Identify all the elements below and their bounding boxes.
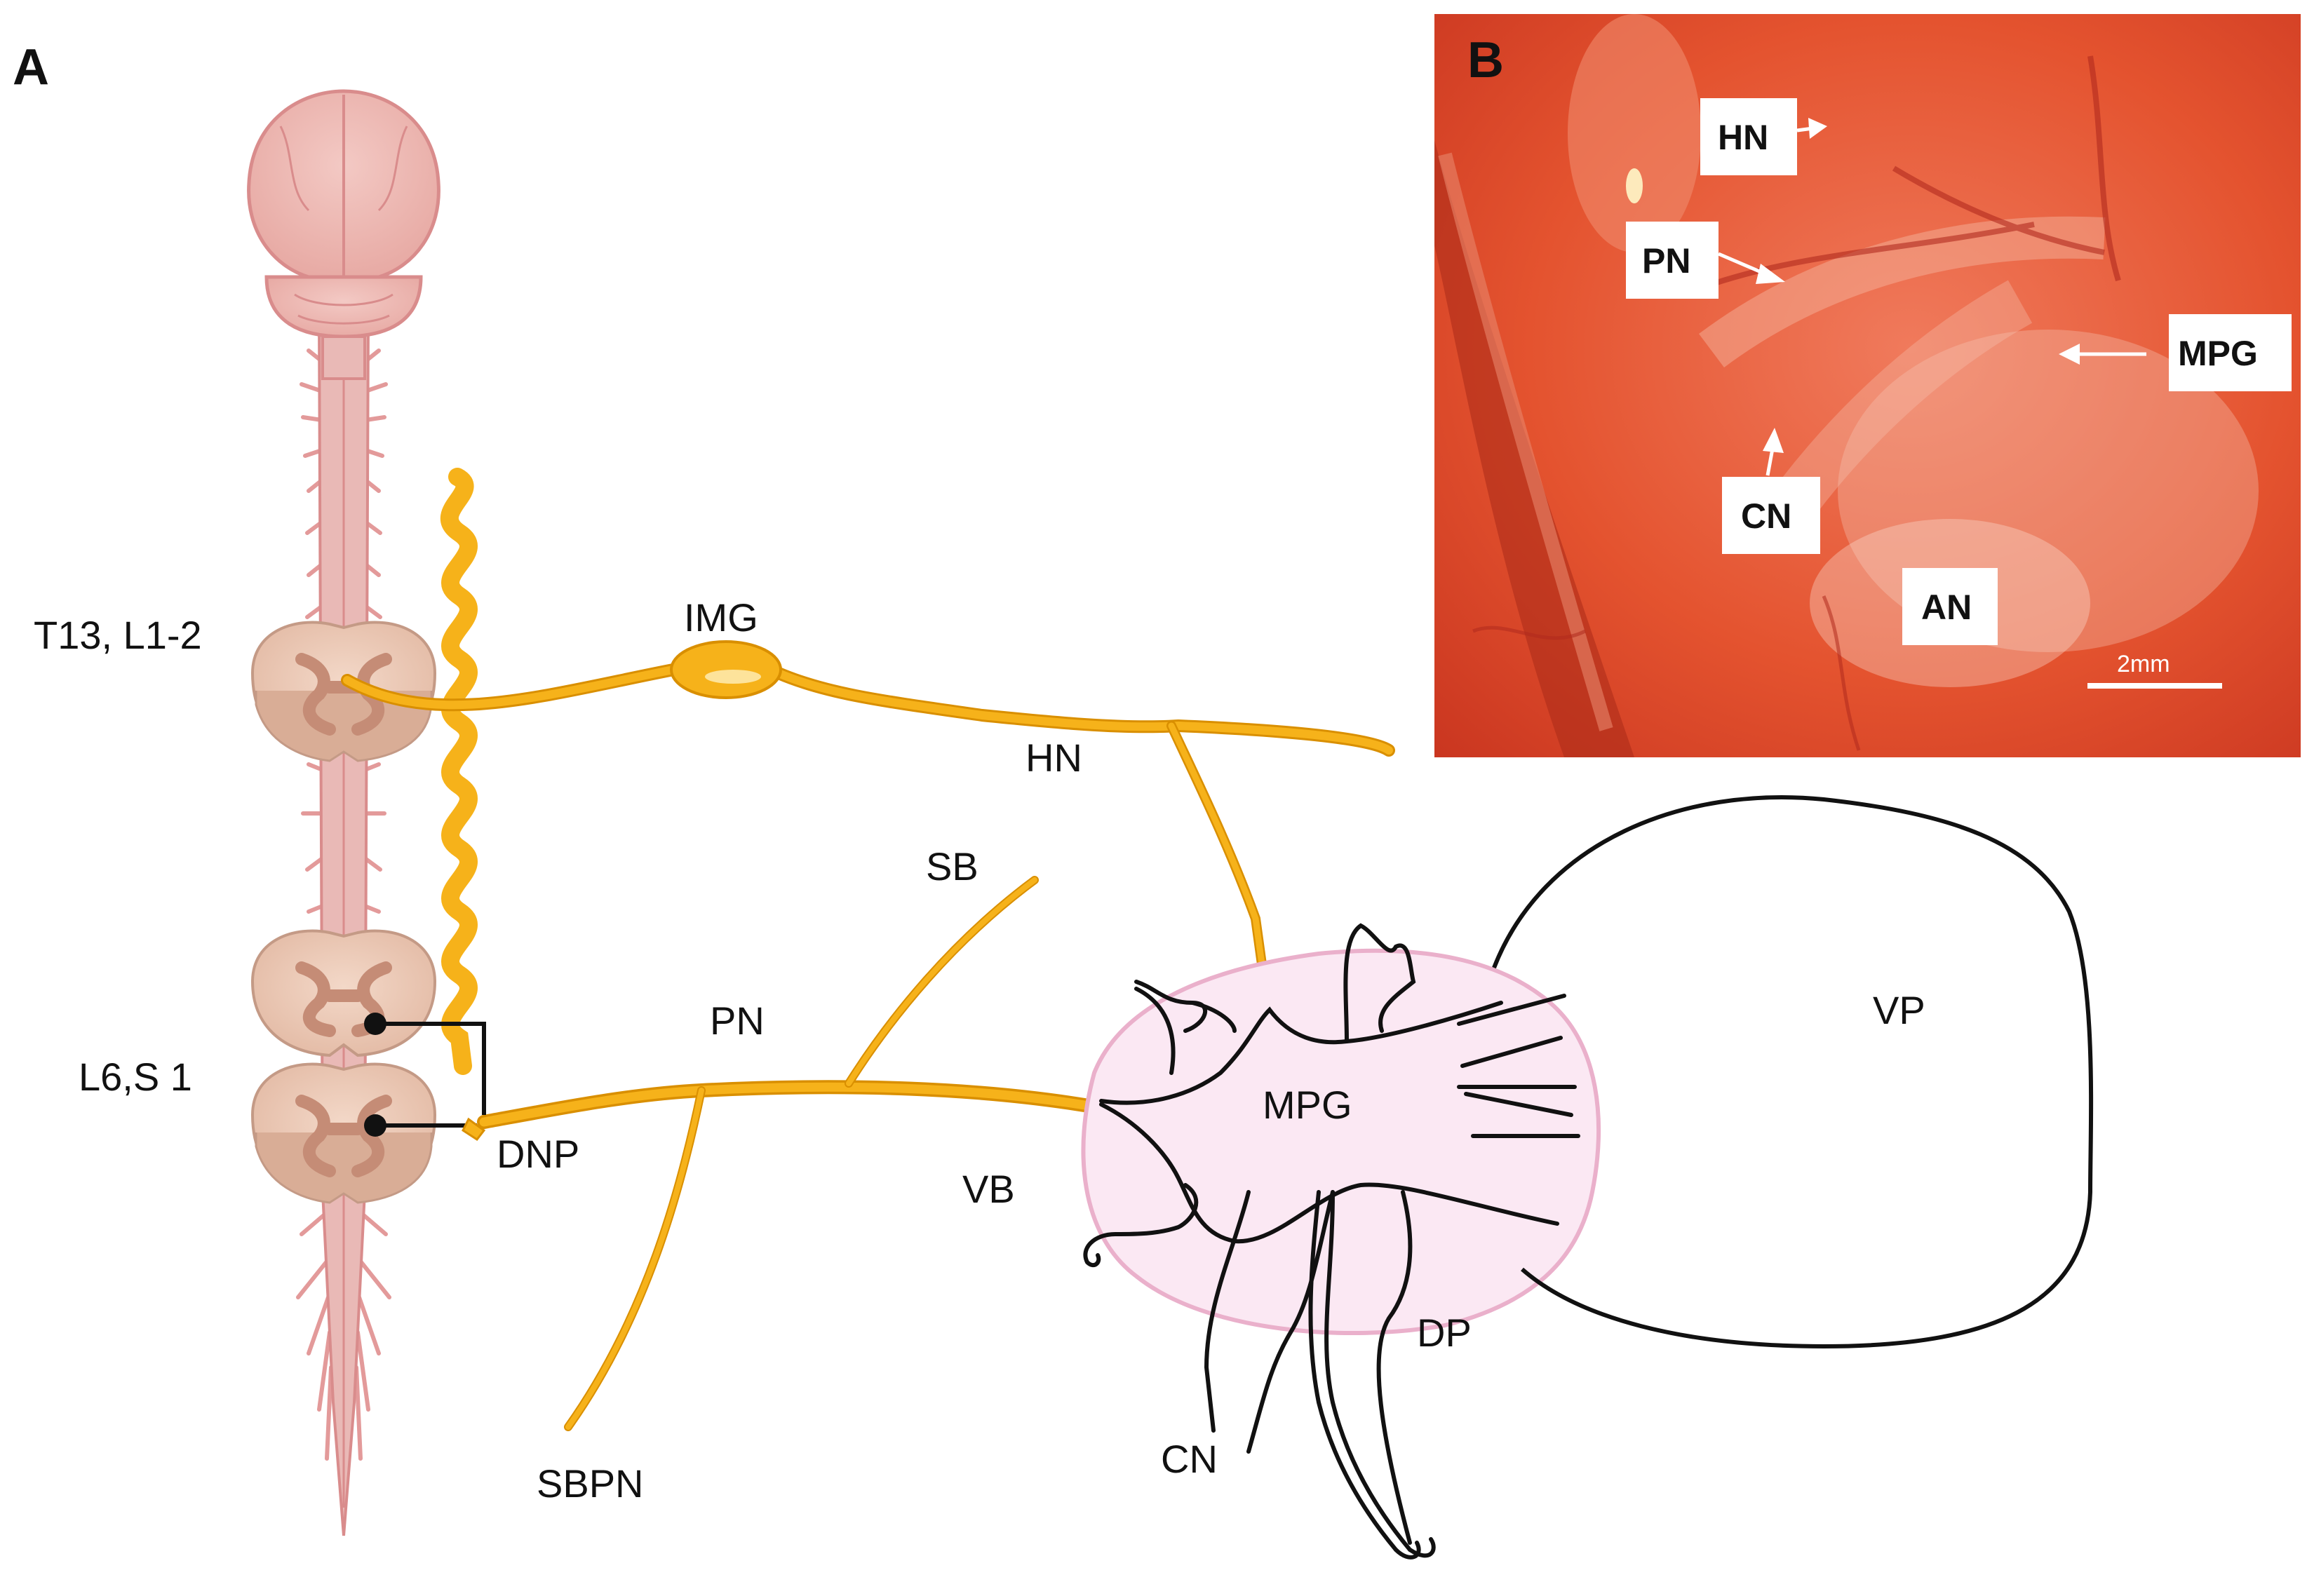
hypogastric-nerve	[341, 654, 1395, 1015]
label-hn: HN	[1025, 736, 1082, 780]
level-label-l6s1: L6,S 1	[79, 1055, 192, 1099]
mpg-fibers	[1083, 923, 1580, 1560]
sympathetic-chain	[440, 468, 478, 1075]
panel-label-a: A	[13, 39, 49, 95]
label-dp: DP	[1417, 1311, 1472, 1355]
level-label-t13: T13, L1-2	[34, 613, 202, 657]
img-ganglion	[670, 640, 782, 699]
img-ganglion-highlight	[705, 670, 761, 684]
photo-label-hn: HN	[1718, 118, 1768, 157]
label-vp: VP	[1873, 988, 1925, 1032]
pelvic-nerve	[477, 876, 1108, 1431]
surgical-photo: B HN PN MPG CN AN 2mm	[1434, 14, 2301, 757]
panel-label-b: B	[1467, 32, 1504, 88]
photo-label-pn: PN	[1642, 241, 1690, 280]
label-mpg: MPG	[1263, 1083, 1352, 1127]
dnp-connector	[364, 1013, 486, 1142]
cord-section-upper	[250, 621, 437, 762]
label-vb: VB	[962, 1167, 1015, 1211]
ventral-prostate-outline	[1492, 795, 2094, 1349]
brain-illustration	[247, 89, 440, 380]
scale-bar-label: 2mm	[2117, 651, 2170, 677]
label-img: IMG	[684, 595, 758, 640]
photo-label-an: AN	[1921, 588, 1972, 627]
photo-label-cn: CN	[1741, 496, 1791, 536]
label-cn: CN	[1161, 1437, 1218, 1481]
label-sb: SB	[926, 844, 978, 888]
cord-section-lower-2	[250, 1062, 437, 1204]
spinal-cord	[247, 89, 440, 1536]
cord-section-lower-1	[250, 929, 437, 1057]
label-pn: PN	[710, 999, 765, 1043]
photo-label-mpg: MPG	[2178, 334, 2258, 373]
mpg-ganglion	[1081, 948, 1601, 1336]
label-sbpn: SBPN	[537, 1461, 644, 1506]
label-dnp: DNP	[497, 1132, 579, 1176]
